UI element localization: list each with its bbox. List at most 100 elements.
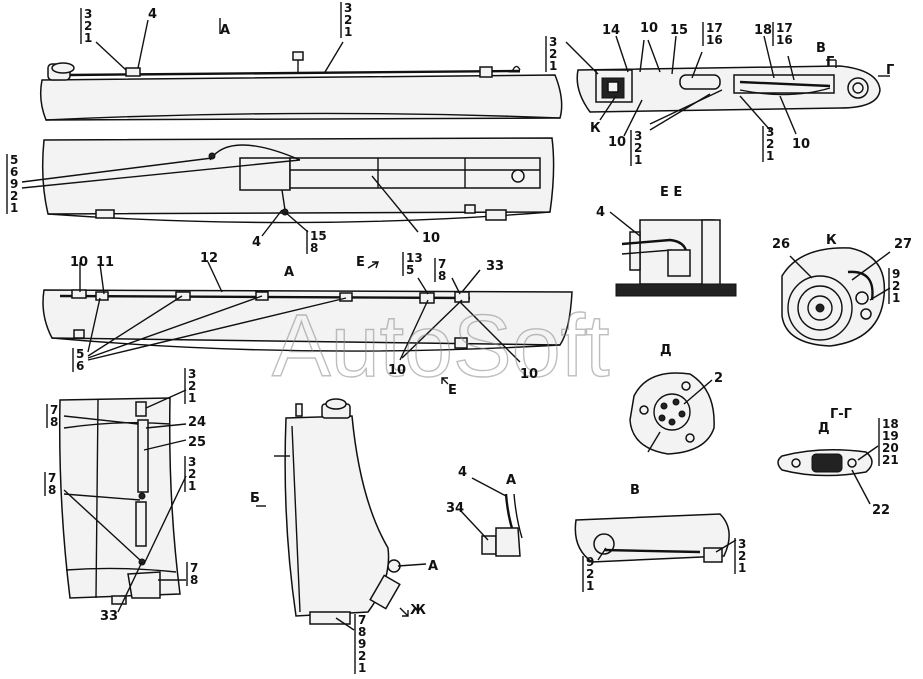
callout-bl-stack-1-0: 3 [188, 367, 196, 381]
callout-tr-15: 15 [670, 23, 688, 38]
callout-top-stack-2-0: 3 [344, 1, 352, 15]
callout-bl-stack-2-0: 3 [188, 455, 196, 469]
callout-mid-15-8-1: 8 [310, 241, 318, 255]
callout-bc-stack-2: 9 [358, 637, 366, 651]
callout-bl-stack-2-1: 2 [188, 467, 196, 481]
callout-tr-10c: 10 [792, 137, 810, 152]
callout-v-stack-left-2: 1 [586, 579, 594, 593]
callout-k-title: К [826, 233, 837, 248]
callout-bar-7-8-0: 7 [438, 257, 446, 271]
callout-d-title: Д [660, 343, 672, 358]
callout-mid-4: 4 [252, 235, 261, 250]
callout-gg-title: Г-Г [830, 407, 852, 422]
callout-bar-13-5-0: 13 [406, 251, 423, 265]
callout-v-stack-right-0: 3 [738, 537, 746, 551]
callout-left-stack-4: 1 [10, 201, 18, 215]
callout-v-title: В [630, 483, 640, 498]
callout-bl-stack-1-1: 2 [188, 379, 196, 393]
callout-tr-stack-mid-0: 3 [634, 129, 642, 143]
callout-bc-b: Б [250, 491, 260, 506]
view-d [629, 372, 715, 455]
callout-tr-17-16-1: 16 [706, 33, 723, 47]
callout-bl-stack-2-2: 1 [188, 479, 196, 493]
view-k [781, 247, 886, 347]
callout-a-title: А [506, 473, 516, 488]
callout-bl-25: 25 [188, 435, 206, 450]
view-ee [615, 219, 737, 297]
callout-tr-stack-mid-2: 1 [634, 153, 642, 167]
callout-bc-stack-3: 2 [358, 649, 366, 663]
callout-bc-stack-4: 1 [358, 661, 366, 675]
callout-top-stack-1-1: 2 [84, 19, 92, 33]
callout-mid-10: 10 [422, 231, 440, 246]
middle-bar-view [42, 289, 573, 352]
callout-gg-stack-2: 20 [882, 441, 899, 455]
watermark-text: AutoSoft [272, 296, 610, 395]
callout-v-stack-right-1: 2 [738, 549, 746, 563]
callout-bl-stack-1-2: 1 [188, 391, 196, 405]
callout-tr-17-16b-1: 16 [776, 33, 793, 47]
view-gg [777, 449, 873, 477]
callout-tr-18: 18 [754, 23, 772, 38]
bottom-center-tank [274, 398, 401, 625]
callout-top-stack-1-0: 3 [84, 7, 92, 21]
callout-k-stack-0: 9 [892, 267, 900, 281]
callout-tr-14: 14 [602, 23, 620, 38]
callout-bar-5-6-1: 6 [76, 359, 84, 373]
callout-bl-7-8-0: 7 [50, 403, 58, 417]
callout-tr-g: Г [826, 55, 834, 70]
callout-top-stack-2-2: 1 [344, 25, 352, 39]
callout-top-stack-2-1: 2 [344, 13, 352, 27]
callout-tr-stack-1-2: 1 [549, 59, 557, 73]
callout-tr-10b: 10 [608, 135, 626, 150]
callout-bc-stack-1: 8 [358, 625, 366, 639]
callout-bc-a: А [428, 559, 438, 574]
callout-bar-12: 12 [200, 251, 218, 266]
callout-bl-24: 24 [188, 415, 206, 430]
top-right-view [576, 65, 881, 113]
callout-k-stack-1: 2 [892, 279, 900, 293]
callout-k-26: 26 [772, 237, 790, 252]
callout-v-stack-left-0: 9 [586, 555, 594, 569]
callout-gg-stack-1: 19 [882, 429, 899, 443]
callout-bar-10c: 10 [520, 367, 538, 382]
callout-tr-stack-right-0: 3 [766, 125, 774, 139]
callout-tr-17-16b-0: 17 [776, 21, 793, 35]
view-v-bottom [574, 513, 730, 563]
callout-k-27: 27 [894, 237, 912, 252]
upper-tank-view [39, 51, 563, 224]
callout-bl-7-8c-0: 7 [190, 561, 198, 575]
callout-a-4: 4 [458, 465, 467, 480]
callout-bar-e-bottom: Е [448, 383, 457, 398]
callout-tr-stack-right-2: 1 [766, 149, 774, 163]
callout-a-34: 34 [446, 501, 464, 516]
callout-k-stack-2: 1 [892, 291, 900, 305]
view-a-small [481, 493, 523, 557]
callout-ee-4: 4 [596, 205, 605, 220]
callout-bl-33: 33 [100, 609, 118, 624]
callout-v-stack-left-1: 2 [586, 567, 594, 581]
callout-tr-17-16-0: 17 [706, 21, 723, 35]
callout-d-2: 2 [714, 371, 723, 386]
bottom-left-view [58, 397, 181, 605]
callout-tr-10: 10 [640, 21, 658, 36]
callout-gg-stack-3: 21 [882, 453, 899, 467]
callout-bar-view-a: А [284, 265, 294, 280]
callout-mid-15-8-0: 15 [310, 229, 327, 243]
callout-gg-22: 22 [872, 503, 890, 518]
callout-bl-7-8b-1: 8 [48, 483, 56, 497]
callout-bl-7-8b-0: 7 [48, 471, 56, 485]
callout-tr-g2: Г [886, 63, 894, 78]
callout-bl-7-8-1: 8 [50, 415, 58, 429]
callout-left-stack-3: 2 [10, 189, 18, 203]
callout-bc-zh: Ж [410, 603, 426, 618]
callout-bar-33: 33 [486, 259, 504, 274]
callout-bar-13-5-1: 5 [406, 263, 414, 277]
callout-gg-d: Д [818, 421, 830, 436]
callout-v-stack-right-2: 1 [738, 561, 746, 575]
callout-left-stack-1: 6 [10, 165, 18, 179]
callout-top-stack-1-2: 1 [84, 31, 92, 45]
